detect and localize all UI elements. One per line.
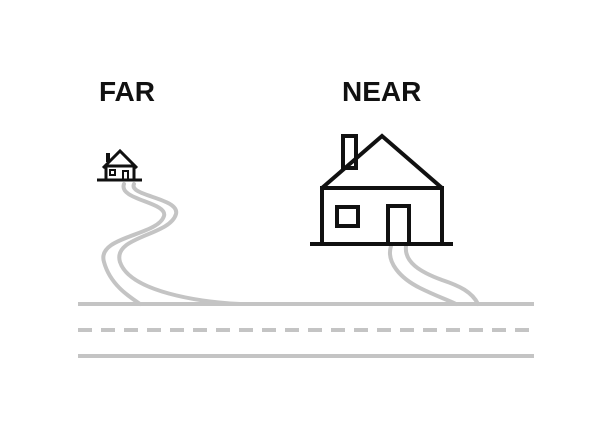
road <box>78 302 534 358</box>
near-house-icon <box>310 133 453 246</box>
far-driveway <box>101 182 242 306</box>
near-driveway <box>388 244 480 306</box>
far-driveway-left-edge <box>101 182 167 306</box>
near-house-door <box>386 204 411 246</box>
far-house-icon <box>97 148 142 182</box>
far-driveway-right-edge <box>117 182 242 306</box>
near-label: NEAR <box>342 76 421 107</box>
far-house-roof <box>101 148 139 170</box>
near-driveway-left-edge <box>388 244 458 306</box>
far-label: FAR <box>99 76 155 107</box>
far-house-window <box>109 169 116 176</box>
near-house-roof <box>320 133 444 190</box>
near-house-window <box>335 205 360 228</box>
near-house-chimney <box>341 134 358 170</box>
near-house-walls <box>320 186 444 246</box>
near-driveway-right-edge <box>403 244 480 306</box>
far-house-chimney <box>106 153 110 162</box>
